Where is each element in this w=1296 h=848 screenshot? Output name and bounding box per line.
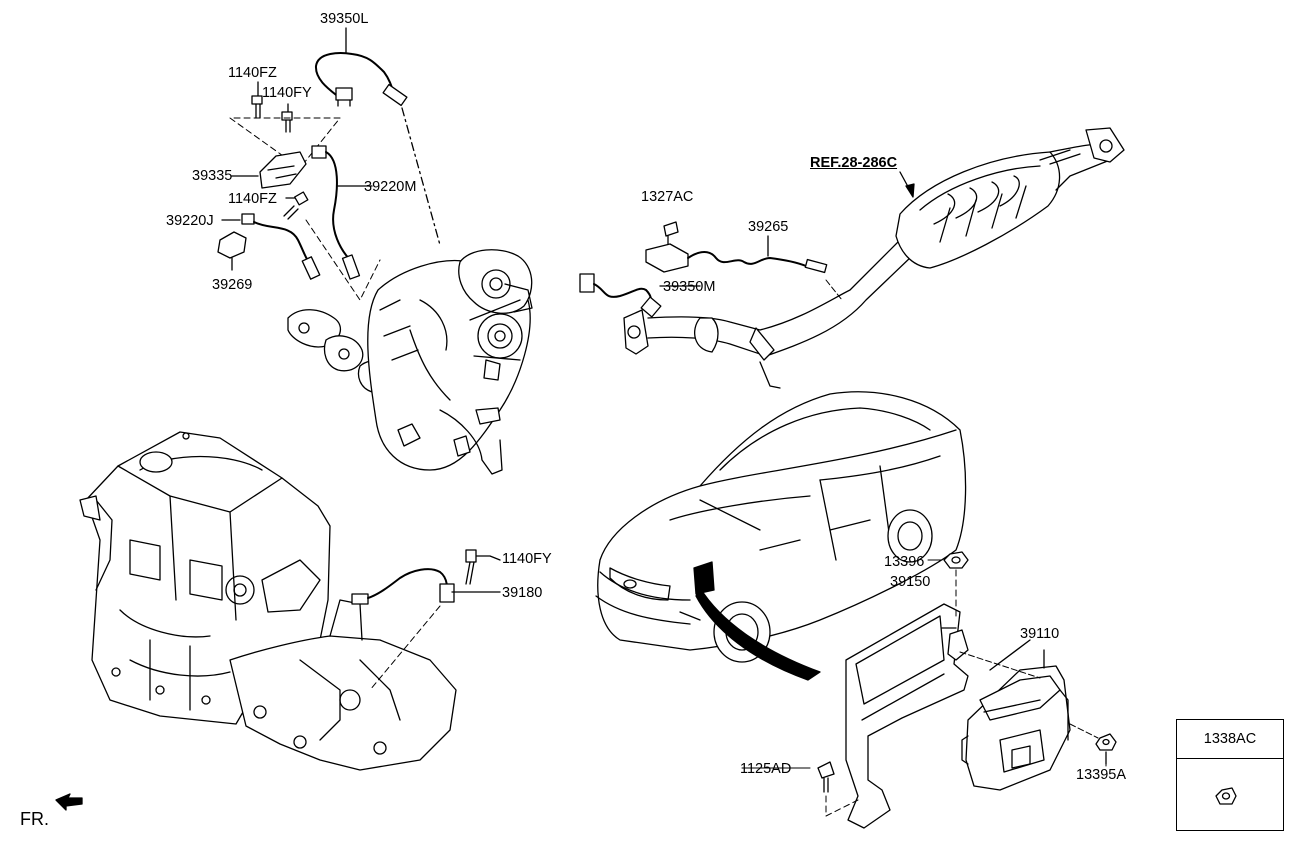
oxygen-sensor-39350l	[314, 27, 408, 107]
label-13396: 13396	[884, 554, 925, 570]
nut-13396	[943, 551, 969, 621]
label-39335: 39335	[192, 168, 233, 184]
front-direction-arrow	[55, 793, 83, 811]
bolt-1140fy-a	[281, 103, 293, 133]
sensor-39220j	[221, 213, 321, 280]
bolt-1140fy-b	[465, 549, 501, 585]
clip-39269	[217, 231, 247, 271]
sensor-39220m	[311, 145, 373, 280]
nut-13395a	[1069, 723, 1117, 765]
sensor-39180	[351, 568, 501, 605]
oxygen-sensor-39350m	[579, 273, 701, 318]
label-1140fz-b: 1140FZ	[228, 191, 277, 207]
label-leaders	[741, 559, 1107, 769]
label-39180: 39180	[502, 585, 543, 601]
leader-line	[959, 651, 1041, 679]
bolt-1140fz-a	[251, 81, 263, 119]
turbocharger-manifold	[287, 249, 533, 475]
nox-sensor-module-39265	[645, 221, 828, 274]
car-illustration	[595, 391, 967, 663]
leader-line	[229, 117, 341, 169]
label-1327ac: 1327AC	[641, 189, 694, 205]
label-1125ad: 1125AD	[740, 761, 792, 777]
leader-line	[369, 605, 441, 691]
sensor-bracket-39335	[231, 151, 307, 189]
label-39220j: 39220J	[166, 213, 214, 229]
label-39350m: 39350M	[663, 279, 716, 295]
label-39220m: 39220M	[364, 179, 417, 195]
stud-clip	[947, 629, 969, 661]
label-13395a: 13395A	[1076, 767, 1126, 783]
label-39265: 39265	[748, 219, 789, 235]
leader-line	[305, 219, 381, 301]
location-sweep	[695, 587, 821, 681]
leader-line	[401, 107, 441, 246]
legend-nut-icon	[1215, 787, 1237, 805]
label-39350l: 39350L	[320, 11, 369, 27]
leader-line	[825, 279, 843, 301]
ref-label[interactable]: REF.28-286C	[810, 155, 898, 171]
label-1140fz-a: 1140FZ	[228, 65, 277, 81]
engine-block	[79, 431, 457, 771]
ref-arrowhead	[905, 183, 915, 198]
label-1140fy-a: 1140FY	[262, 85, 312, 101]
label-39110: 39110	[1020, 626, 1060, 642]
legend-part-number: 1338AC	[1177, 720, 1283, 759]
label-39150: 39150	[890, 574, 931, 590]
bolt-1125ad	[817, 761, 859, 817]
label-1140fy-b: 1140FY	[502, 551, 552, 567]
label-39269: 39269	[212, 277, 253, 293]
bolt-1140fz-b	[283, 191, 309, 220]
front-label: FR.	[20, 809, 49, 829]
legend-box: 1338AC	[1176, 719, 1284, 831]
ecu-location-marker	[693, 561, 715, 595]
ecu-module-39110	[961, 639, 1071, 791]
catalytic-converter-exhaust	[623, 127, 1125, 389]
